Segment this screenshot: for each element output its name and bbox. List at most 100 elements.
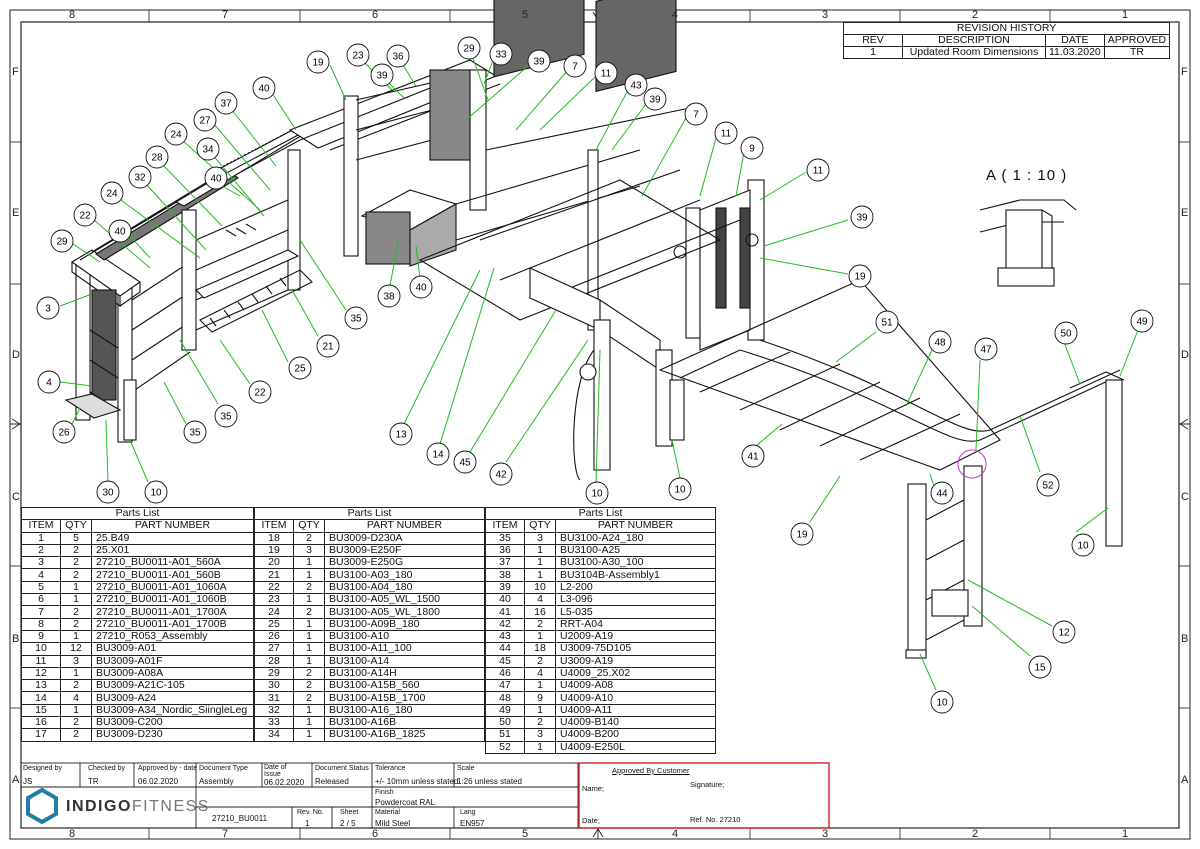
balloon-label: 48 xyxy=(934,338,946,349)
balloon-label: 24 xyxy=(170,130,182,141)
balloon-label: 22 xyxy=(79,211,91,222)
main-frame xyxy=(288,0,765,351)
parts-list-title: Parts List xyxy=(485,506,716,521)
parts-list-header: QTY xyxy=(524,519,556,533)
detail-view-a xyxy=(979,199,1077,287)
parts-list-header: ITEM xyxy=(485,519,525,533)
balloon-label: 10 xyxy=(1077,541,1089,552)
finish-value: Powdercoat RAL xyxy=(375,798,436,807)
balloon-label: 40 xyxy=(114,227,126,238)
balloon-circle xyxy=(36,296,60,320)
balloon-label: 37 xyxy=(220,99,232,110)
rev-header: REV xyxy=(843,34,903,47)
customer-ref-label: Ref. No. 27210 xyxy=(690,815,741,824)
tolerance-label: Tolerance xyxy=(375,765,406,772)
balloon-label: 28 xyxy=(151,153,163,164)
balloon-circle xyxy=(848,264,872,288)
balloon-label: 19 xyxy=(312,58,324,69)
balloon-label: 24 xyxy=(106,189,118,200)
checked-by-value: TR xyxy=(88,777,99,786)
balloon-label: 29 xyxy=(463,44,475,55)
balloon-label: 47 xyxy=(980,345,992,356)
date-of-issue-label-1: Date of xyxy=(264,764,287,771)
balloon-circle xyxy=(806,158,830,182)
material-value: Mild Steel xyxy=(375,819,411,828)
designed-by-label: Designed by xyxy=(23,765,62,772)
balloon-label: 50 xyxy=(1060,329,1072,340)
balloon-label: 30 xyxy=(102,488,114,499)
date-header: DATE xyxy=(1045,34,1105,47)
rig-drawing xyxy=(64,0,1125,659)
customer-signature-label: Signature; xyxy=(690,780,725,789)
balloon-label: 27 xyxy=(199,116,211,127)
scale-value: 1:26 unless stated xyxy=(457,777,522,786)
balloon-label: 39 xyxy=(649,95,661,106)
balloon-label: 19 xyxy=(854,272,866,283)
parts-list-title: Parts List xyxy=(254,506,485,521)
drawing-number: 27210_BU0011 xyxy=(212,814,268,823)
balloon-circle xyxy=(386,44,410,68)
balloon-circle xyxy=(214,91,238,115)
balloon-label: 11 xyxy=(601,69,612,80)
balloon-circle xyxy=(741,444,765,468)
balloon-circle xyxy=(930,481,954,505)
balloon-label: 25 xyxy=(294,364,306,375)
balloon-label: 22 xyxy=(254,388,266,399)
balloon-circle xyxy=(426,442,450,466)
balloon-label: 39 xyxy=(533,57,545,68)
storage-rack xyxy=(79,125,313,351)
balloon-label: 35 xyxy=(220,412,232,423)
balloon-circle xyxy=(714,121,738,145)
balloon-circle xyxy=(288,356,312,380)
balloon-circle xyxy=(370,63,394,87)
balloon-label: 32 xyxy=(134,173,146,184)
balloon-label: 43 xyxy=(630,81,642,92)
balloon-circle xyxy=(306,50,330,74)
parts-list-header: QTY xyxy=(60,519,92,533)
balloon-circle xyxy=(684,102,708,126)
company-logo: INDIGOFITNESS xyxy=(66,798,210,816)
balloon-circle xyxy=(37,370,61,394)
balloon-label: 23 xyxy=(352,51,364,62)
parts-list-header: PART NUMBER xyxy=(324,519,485,533)
balloon-label: 42 xyxy=(495,470,507,481)
material-label: Material xyxy=(375,809,400,816)
balloon-label: 29 xyxy=(56,237,68,248)
balloon-circle xyxy=(1071,533,1095,557)
revision-history-title: REVISION HISTORY xyxy=(842,22,1171,35)
logo-bold-text: INDIGO xyxy=(66,798,132,815)
balloon-circle xyxy=(668,477,692,501)
balloon-label: 3 xyxy=(45,304,51,315)
approved-header: APPROVED xyxy=(1103,34,1171,47)
balloon-label: 15 xyxy=(1034,663,1046,674)
checked-by-label: Checked by xyxy=(88,765,125,772)
detail-view-label: A ( 1 : 10 ) xyxy=(986,167,1068,184)
balloon-circle xyxy=(563,54,587,78)
balloon-label: 40 xyxy=(210,174,222,185)
balloon-circle xyxy=(50,229,74,253)
